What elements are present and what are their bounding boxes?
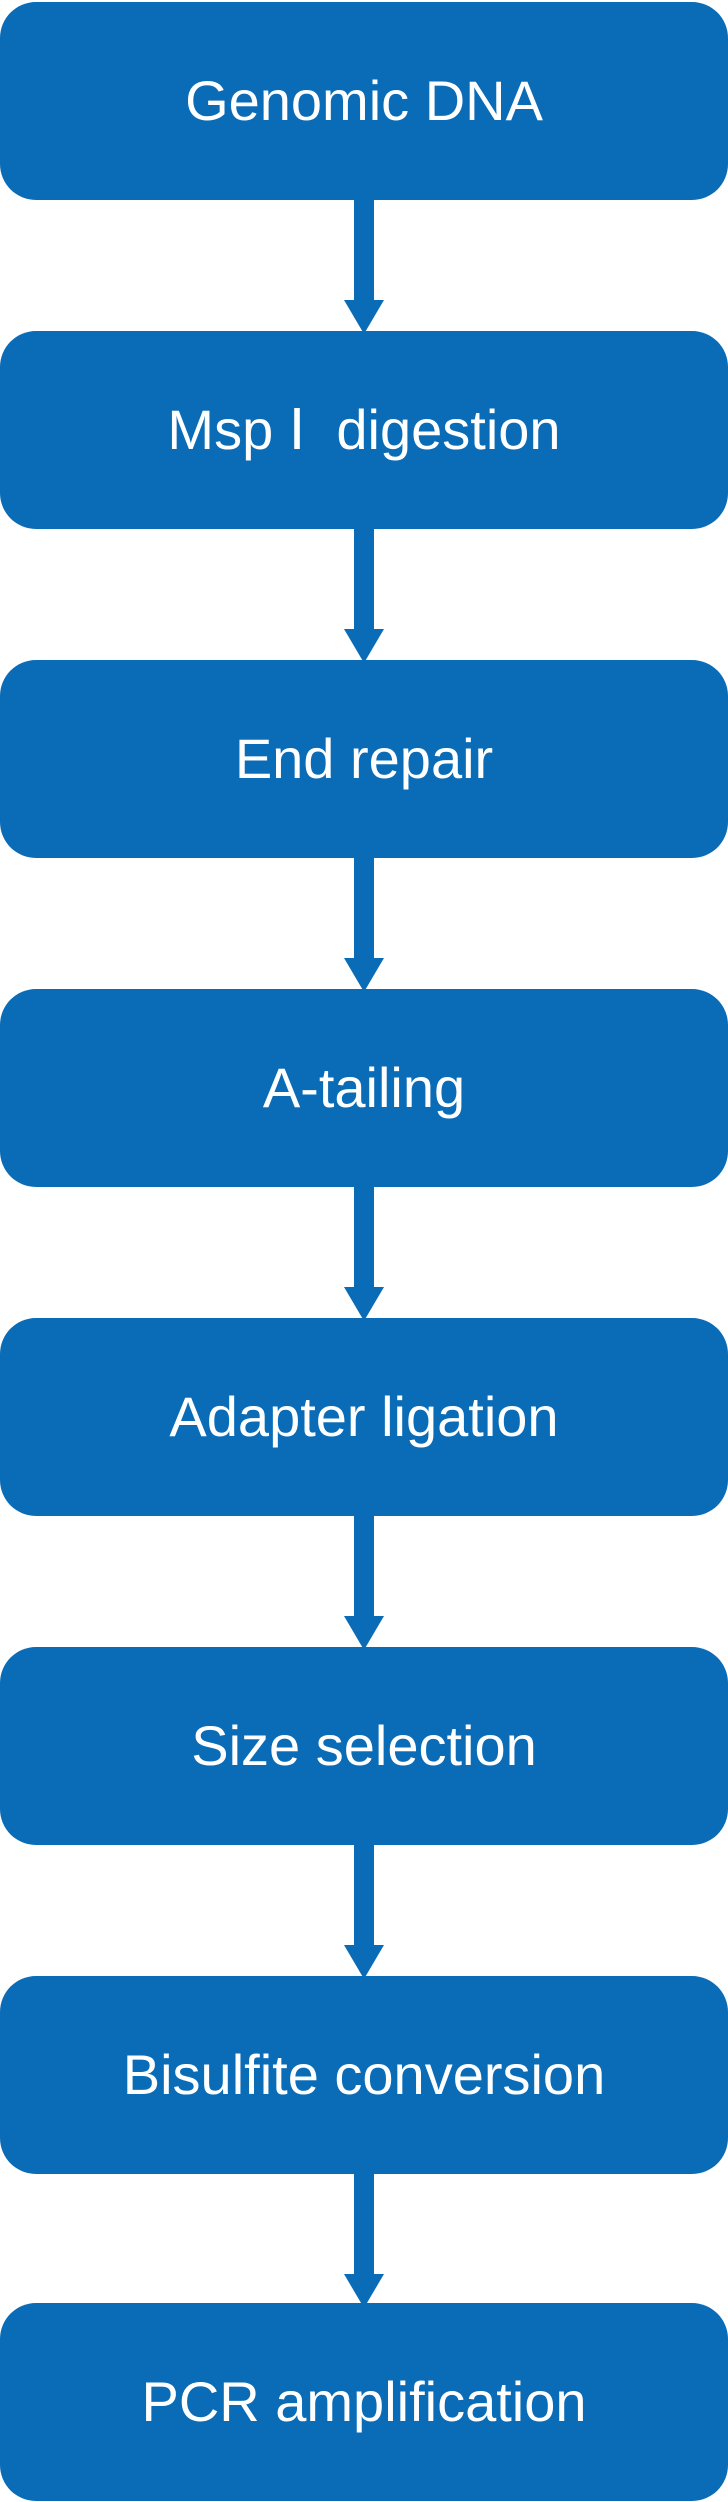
step-label: End repair <box>234 727 494 790</box>
step-box-mspi-digestion: Msp Ⅰ digestion <box>0 331 728 529</box>
step-label: Msp Ⅰ digestion <box>167 398 561 461</box>
step-label: A-tailing <box>262 1056 466 1119</box>
step-box-bisulfite-conversion: Bisulfite conversion <box>0 1976 728 2174</box>
step-label: Genomic DNA <box>185 69 543 132</box>
step-box-size-selection: Size selection <box>0 1647 728 1845</box>
step-box-pcr-amplification: PCR amplification <box>0 2303 728 2501</box>
step-label: Bisulfite conversion <box>122 2043 606 2106</box>
step-label: Size selection <box>191 1714 537 1777</box>
step-label: Adapter ligation <box>169 1385 559 1448</box>
step-label: PCR amplification <box>141 2370 587 2433</box>
step-box-a-tailing: A-tailing <box>0 989 728 1187</box>
step-box-adapter-ligation: Adapter ligation <box>0 1318 728 1516</box>
step-box-end-repair: End repair <box>0 660 728 858</box>
step-box-genomic-dna: Genomic DNA <box>0 2 728 200</box>
